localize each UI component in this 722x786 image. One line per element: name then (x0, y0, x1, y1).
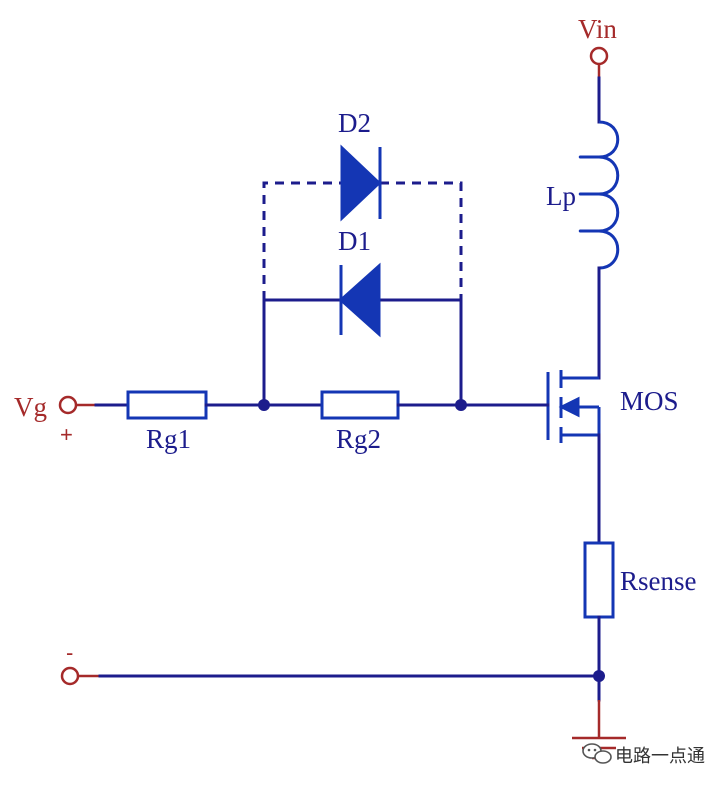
vg-terminal (58, 395, 96, 415)
d1-label: D1 (338, 226, 371, 256)
vin-label: Vin (578, 14, 617, 44)
d2-left-wire (262, 181, 342, 300)
d1-left-wire (262, 298, 342, 407)
wechat-icon (582, 743, 612, 764)
vg-plus-sign: + (60, 422, 73, 447)
negative-terminal (60, 666, 100, 686)
mos-label: MOS (620, 386, 679, 416)
lp-label: Lp (546, 181, 576, 211)
rsense-label: Rsense (620, 566, 697, 596)
diode-d1 (338, 262, 381, 338)
watermark-text: 电路一点通 (615, 746, 705, 767)
watermark: 电路一点通 (582, 743, 705, 767)
d2-right-wire (380, 181, 463, 300)
vin-terminal (589, 46, 609, 78)
junction-node-ground (593, 670, 605, 682)
diode-d2 (340, 144, 382, 222)
resistor-rg2 (320, 390, 400, 420)
negative-sign: - (66, 640, 73, 665)
resistor-rg1 (126, 390, 208, 420)
rg1-label: Rg1 (146, 424, 191, 454)
d2-label: D2 (338, 108, 371, 138)
resistor-rsense (583, 541, 615, 619)
inductor-lp (578, 120, 620, 270)
mosfet (546, 370, 601, 443)
d1-right-wire (378, 298, 463, 407)
rg2-label: Rg2 (336, 424, 381, 454)
vg-label: Vg (14, 392, 47, 422)
